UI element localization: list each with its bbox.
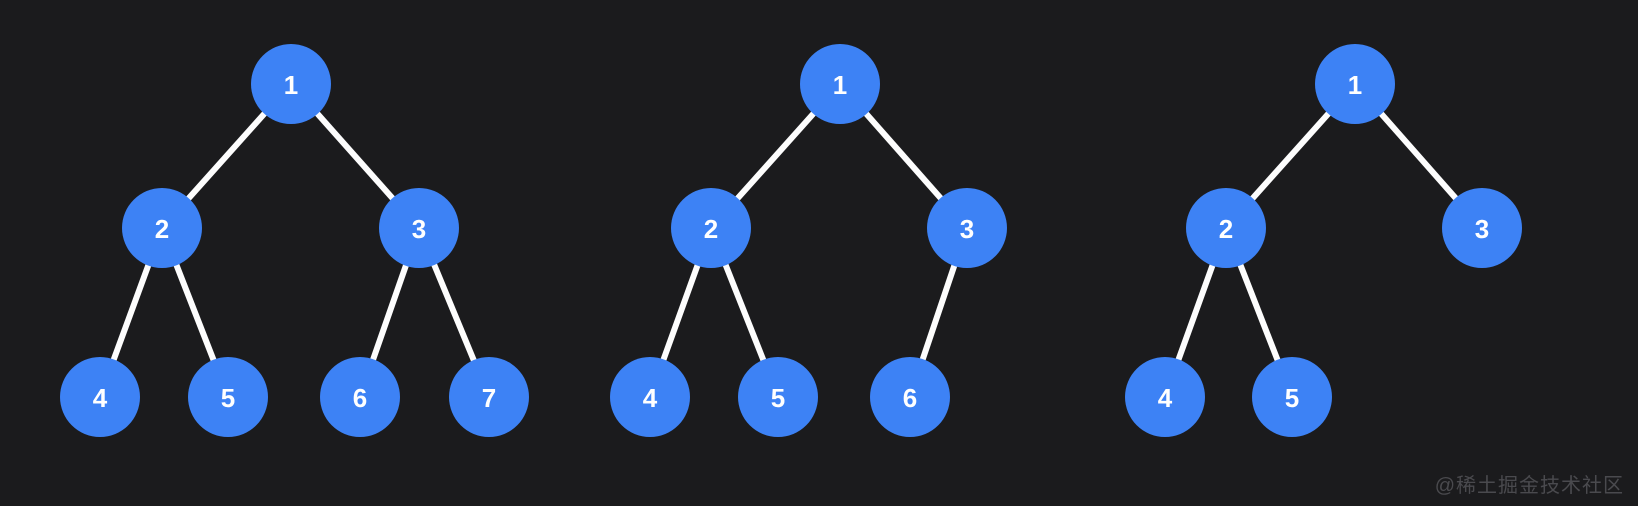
node-circle[interactable] xyxy=(1186,188,1266,268)
tree-edge xyxy=(734,110,817,202)
tree-edge xyxy=(1175,262,1216,363)
node-label: 5 xyxy=(221,383,235,413)
node-circle[interactable] xyxy=(671,188,751,268)
node-circle[interactable] xyxy=(1125,357,1205,437)
tree-edge xyxy=(862,110,945,202)
tree-edge xyxy=(430,261,478,364)
tree-node[interactable]: 5 xyxy=(738,357,818,437)
tree-node[interactable]: 2 xyxy=(671,188,751,268)
node-circle[interactable] xyxy=(60,357,140,437)
tree-edge xyxy=(1237,262,1281,363)
node-label: 5 xyxy=(1285,383,1299,413)
node-label: 6 xyxy=(903,383,917,413)
node-circle[interactable] xyxy=(1252,357,1332,437)
node-label: 1 xyxy=(833,70,847,100)
tree-edges-complete-binary-tree xyxy=(660,110,958,363)
tree-node[interactable]: 3 xyxy=(379,188,459,268)
node-label: 1 xyxy=(1348,70,1362,100)
node-label: 3 xyxy=(412,214,426,244)
tree-node[interactable]: 7 xyxy=(449,357,529,437)
node-circle[interactable] xyxy=(379,188,459,268)
watermark-text: @稀土掘金技术社区 xyxy=(1434,475,1624,497)
node-circle[interactable] xyxy=(122,188,202,268)
edges-layer xyxy=(110,110,1460,364)
node-label: 7 xyxy=(482,383,496,413)
tree-node[interactable]: 1 xyxy=(1315,44,1395,124)
node-label: 4 xyxy=(93,383,108,413)
tree-edge xyxy=(1249,110,1332,202)
tree-node[interactable]: 1 xyxy=(800,44,880,124)
tree-edge xyxy=(185,110,268,202)
tree-node[interactable]: 2 xyxy=(1186,188,1266,268)
tree-node[interactable]: 5 xyxy=(1252,357,1332,437)
tree-edges-full-binary-tree xyxy=(110,110,478,364)
tree-node[interactable]: 3 xyxy=(1442,188,1522,268)
node-label: 5 xyxy=(771,383,785,413)
node-label: 2 xyxy=(1219,214,1233,244)
tree-node[interactable]: 1 xyxy=(251,44,331,124)
node-label: 3 xyxy=(960,214,974,244)
node-label: 1 xyxy=(284,70,298,100)
tree-edge xyxy=(919,263,958,362)
tree-node[interactable]: 4 xyxy=(60,357,140,437)
tree-node[interactable]: 3 xyxy=(927,188,1007,268)
tree-edge xyxy=(722,262,767,363)
node-circle[interactable] xyxy=(449,357,529,437)
tree-nodes-full-binary-tree: 1 2 3 4 5 6 7 xyxy=(60,44,529,437)
tree-edge xyxy=(369,262,410,363)
tree-nodes-left-heavy-binary-tree: 1 2 3 4 5 xyxy=(1125,44,1522,437)
tree-node[interactable]: 6 xyxy=(870,357,950,437)
node-circle[interactable] xyxy=(251,44,331,124)
node-circle[interactable] xyxy=(738,357,818,437)
tree-node[interactable]: 2 xyxy=(122,188,202,268)
node-circle[interactable] xyxy=(1315,44,1395,124)
tree-edge xyxy=(110,262,152,363)
tree-node[interactable]: 4 xyxy=(610,357,690,437)
node-label: 2 xyxy=(155,214,169,244)
node-circle[interactable] xyxy=(927,188,1007,268)
node-circle[interactable] xyxy=(1442,188,1522,268)
tree-node[interactable]: 6 xyxy=(320,357,400,437)
node-circle[interactable] xyxy=(800,44,880,124)
tree-node[interactable]: 4 xyxy=(1125,357,1205,437)
tree-node[interactable]: 5 xyxy=(188,357,268,437)
tree-edge xyxy=(1377,110,1460,202)
tree-edges-left-heavy-binary-tree xyxy=(1175,110,1460,363)
node-label: 2 xyxy=(704,214,718,244)
node-label: 3 xyxy=(1475,214,1489,244)
nodes-layer: 1 2 3 4 5 6 7 1 2 3 4 5 6 1 2 3 4 5 xyxy=(60,44,1522,437)
tree-edge xyxy=(314,110,396,202)
tree-nodes-complete-binary-tree: 1 2 3 4 5 6 xyxy=(610,44,1007,437)
node-circle[interactable] xyxy=(870,357,950,437)
node-label: 6 xyxy=(353,383,367,413)
tree-edge xyxy=(660,262,701,363)
node-circle[interactable] xyxy=(188,357,268,437)
node-circle[interactable] xyxy=(320,357,400,437)
node-label: 4 xyxy=(643,383,658,413)
node-circle[interactable] xyxy=(610,357,690,437)
node-label: 4 xyxy=(1158,383,1173,413)
tree-edge xyxy=(173,262,217,363)
